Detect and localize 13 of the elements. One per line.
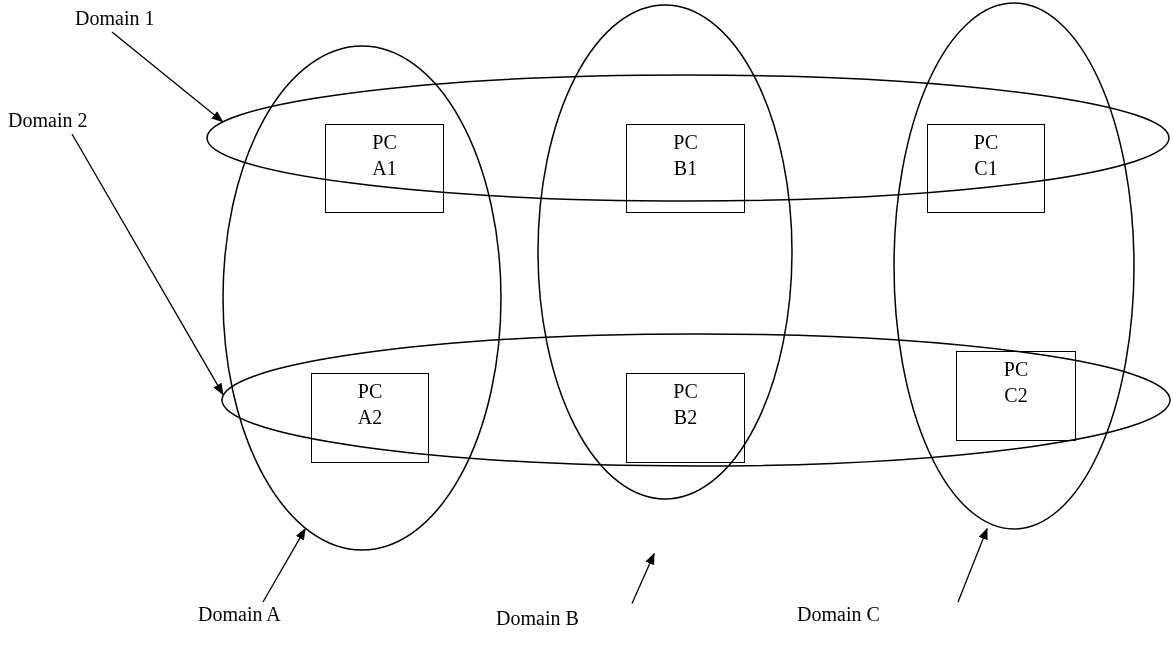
leader-line: [262, 528, 306, 603]
domain-label: Domain 1: [75, 6, 155, 30]
computer-box: PC B2: [626, 373, 745, 463]
domain-label: Domain A: [198, 602, 281, 626]
computer-box: PC A2: [311, 373, 429, 463]
leader-line: [71, 133, 224, 396]
domain-label: Domain 2: [8, 108, 88, 132]
leader-line: [111, 31, 224, 123]
leader-line: [957, 527, 988, 603]
leader-line: [631, 552, 655, 605]
domain-label: Domain B: [496, 606, 579, 630]
computer-box: PC C2: [956, 351, 1076, 441]
domain-label: Domain C: [797, 602, 880, 626]
